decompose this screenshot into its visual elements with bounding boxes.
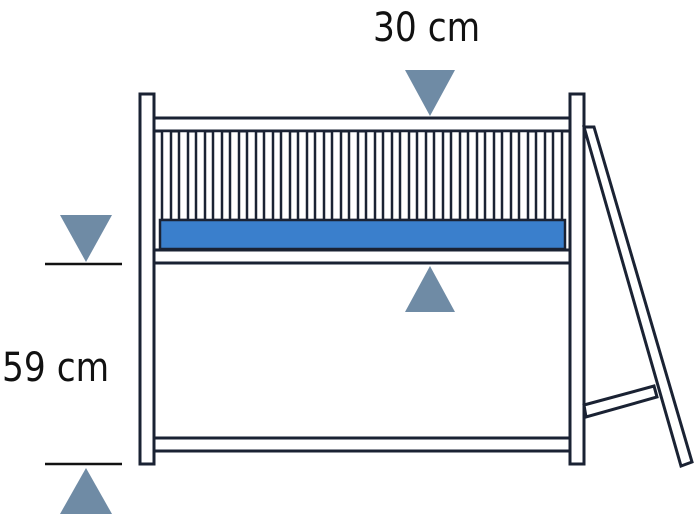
slat bbox=[313, 129, 326, 222]
slat bbox=[228, 129, 241, 222]
slat bbox=[330, 129, 343, 222]
slat bbox=[262, 129, 275, 222]
side-dimension-label: 59 cm bbox=[2, 345, 110, 391]
slat bbox=[279, 129, 292, 222]
slat bbox=[160, 129, 173, 222]
mattress-arrow-up bbox=[405, 266, 455, 312]
slat bbox=[347, 129, 360, 222]
top-dimension-label: 30 cm bbox=[373, 5, 481, 51]
top-arrow-down bbox=[405, 70, 455, 116]
slat bbox=[500, 129, 513, 222]
left-upper-arrow-down bbox=[60, 215, 112, 262]
slat bbox=[466, 129, 479, 222]
dimension-guides bbox=[45, 262, 122, 466]
crib-frame bbox=[138, 92, 586, 466]
slat bbox=[177, 129, 190, 222]
slat bbox=[551, 129, 564, 222]
slat bbox=[449, 129, 462, 222]
slat bbox=[432, 129, 445, 222]
slat bbox=[245, 129, 258, 222]
lower-rail bbox=[152, 436, 572, 453]
slat bbox=[381, 129, 394, 222]
mattress bbox=[158, 218, 567, 251]
slat bbox=[364, 129, 377, 222]
slat bbox=[398, 129, 411, 222]
top-rail bbox=[152, 116, 572, 133]
slat bbox=[483, 129, 496, 222]
middle-rail bbox=[152, 248, 572, 265]
support-leg bbox=[582, 125, 694, 468]
dimension-arrows bbox=[60, 70, 455, 514]
right-post bbox=[568, 92, 586, 466]
slat bbox=[534, 129, 547, 222]
slat bbox=[211, 129, 224, 222]
crib-slats bbox=[160, 129, 564, 222]
slat bbox=[415, 129, 428, 222]
slat bbox=[517, 129, 530, 222]
slat bbox=[296, 129, 309, 222]
left-post bbox=[138, 92, 156, 466]
slat bbox=[194, 129, 207, 222]
left-lower-arrow-up bbox=[60, 468, 112, 514]
